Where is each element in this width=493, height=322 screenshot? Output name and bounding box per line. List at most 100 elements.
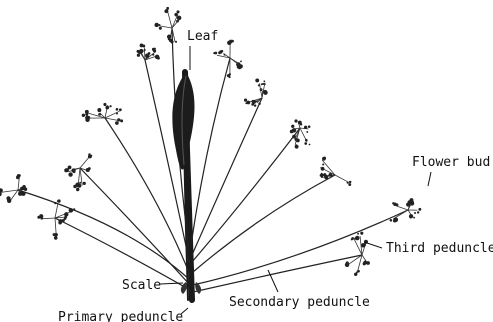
- flower-bud-dot: [292, 135, 296, 139]
- flower-bud-dot: [145, 53, 149, 57]
- flower-bud-dot: [59, 219, 63, 223]
- flower-bud-dot: [254, 104, 256, 106]
- flower-bud-dot: [263, 90, 267, 94]
- label-flower-bud: Flower bud: [412, 155, 490, 170]
- flower-bud-dot: [103, 103, 106, 106]
- flower-bud-dot: [68, 166, 72, 170]
- flower-bud-dot: [53, 233, 56, 236]
- flower-bud-dot: [345, 263, 349, 267]
- flower-bud-dot: [153, 49, 156, 52]
- flower-bud-dot: [176, 10, 179, 13]
- flower-bud-dot: [224, 54, 226, 56]
- flower-bud-dot: [85, 110, 89, 114]
- flower-bud-dot: [154, 23, 158, 27]
- flower-bud-dot: [255, 78, 259, 82]
- flower-bud-dot: [261, 83, 263, 85]
- flower-bud-dot: [244, 99, 247, 102]
- flower-bud-dot: [295, 144, 297, 146]
- flower-bud-dot: [360, 232, 363, 235]
- flower-bud-dot: [154, 48, 156, 50]
- flower-bud-dot: [304, 126, 307, 129]
- flower-bud-dot: [77, 184, 81, 188]
- flower-bud-dot: [322, 163, 324, 165]
- flower-bud-dot: [88, 155, 92, 159]
- flower-bud-dot: [70, 209, 73, 212]
- flower-bud-dot: [305, 139, 308, 142]
- branch-peduncle: [193, 255, 362, 292]
- flower-bud-dot: [263, 80, 265, 82]
- flower-bud-dot: [68, 172, 72, 176]
- flower-bud-dot: [413, 217, 415, 219]
- flower-bud-dot: [215, 52, 218, 55]
- flower-bud-dot: [361, 243, 365, 247]
- flower-bud-dot: [296, 147, 298, 149]
- flower-bud-dot: [83, 182, 86, 185]
- label-third-peduncle: Third peduncle: [386, 241, 493, 256]
- flower-bud-dot: [54, 202, 56, 204]
- flower-bud-dot: [144, 49, 146, 51]
- flower-bud-dot: [171, 42, 173, 44]
- flower-bud-dot: [324, 176, 328, 180]
- flower-bud-dot: [408, 200, 411, 203]
- flower-bud-dot: [116, 112, 118, 114]
- flower-bud-dot: [64, 212, 68, 216]
- flower-clusters: [0, 7, 421, 276]
- flower-bud-dot: [24, 188, 27, 191]
- flower-bud-dot: [79, 182, 81, 184]
- third-peduncle-sprig: [55, 203, 58, 218]
- flower-bud-dot: [86, 168, 88, 170]
- flower-bud-dot: [264, 83, 266, 85]
- secondary-peduncles: [18, 28, 408, 292]
- flower-bud-dot: [21, 191, 26, 196]
- flower-bud-dot: [321, 173, 323, 175]
- flower-bud-dot: [98, 113, 101, 116]
- flower-bud-dot: [321, 176, 323, 178]
- flower-bud-dot: [306, 131, 308, 133]
- flower-bud-dot: [97, 108, 101, 112]
- flower-bud-dot: [351, 237, 354, 240]
- third-peduncle-sprig: [10, 190, 18, 201]
- flower-bud-dot: [349, 181, 351, 183]
- leaf: [172, 72, 194, 170]
- flower-bud-dot: [366, 261, 370, 265]
- third-peduncle-sprig: [335, 175, 348, 182]
- flower-bud-dot: [357, 233, 359, 235]
- flower-bud-dot: [256, 100, 258, 102]
- flower-bud-dot: [240, 61, 242, 63]
- third-peduncle-sprig: [105, 111, 120, 118]
- flower-bud-dot: [348, 183, 351, 186]
- flower-bud-dot: [246, 101, 250, 105]
- flower-bud-dot: [294, 119, 297, 122]
- label-leaf: Leaf: [187, 29, 218, 44]
- flower-bud-dot: [290, 130, 294, 134]
- flower-bud-dot: [393, 202, 396, 205]
- branch-peduncle: [191, 58, 230, 245]
- label-primary-peduncle: Primary peduncle: [58, 310, 183, 322]
- label-secondary-peduncle: Secondary peduncle: [229, 295, 370, 310]
- flower-bud-dot: [175, 41, 177, 43]
- third-peduncle-sprig: [362, 255, 366, 262]
- flower-bud-dot: [237, 65, 240, 68]
- flower-bud-dot: [57, 200, 59, 202]
- flower-bud-dot: [54, 236, 58, 240]
- flower-bud-dot: [258, 102, 260, 104]
- branch-peduncle: [193, 210, 408, 285]
- label-scale: Scale: [122, 278, 161, 293]
- flower-bud-dot: [116, 108, 119, 111]
- flower-bud-dot: [119, 108, 122, 111]
- flower-bud-dot: [120, 119, 123, 122]
- flower-bud-dot: [355, 236, 360, 241]
- flower-bud-dot: [258, 84, 260, 86]
- flower-bud-dot: [390, 219, 393, 222]
- flower-bud-dot: [363, 262, 366, 265]
- flower-bud-dot: [73, 208, 75, 210]
- flower-bud-dot: [137, 54, 140, 57]
- flower-bud-dot: [356, 271, 358, 273]
- third-peduncle-sprig: [172, 19, 180, 28]
- flower-bud-dot: [229, 76, 231, 78]
- flower-bud-dot: [227, 41, 231, 45]
- flower-bud-dot: [176, 20, 179, 23]
- branch-peduncle: [193, 175, 335, 272]
- flower-bud-dot: [394, 217, 399, 222]
- third-peduncle-sprig: [41, 218, 55, 219]
